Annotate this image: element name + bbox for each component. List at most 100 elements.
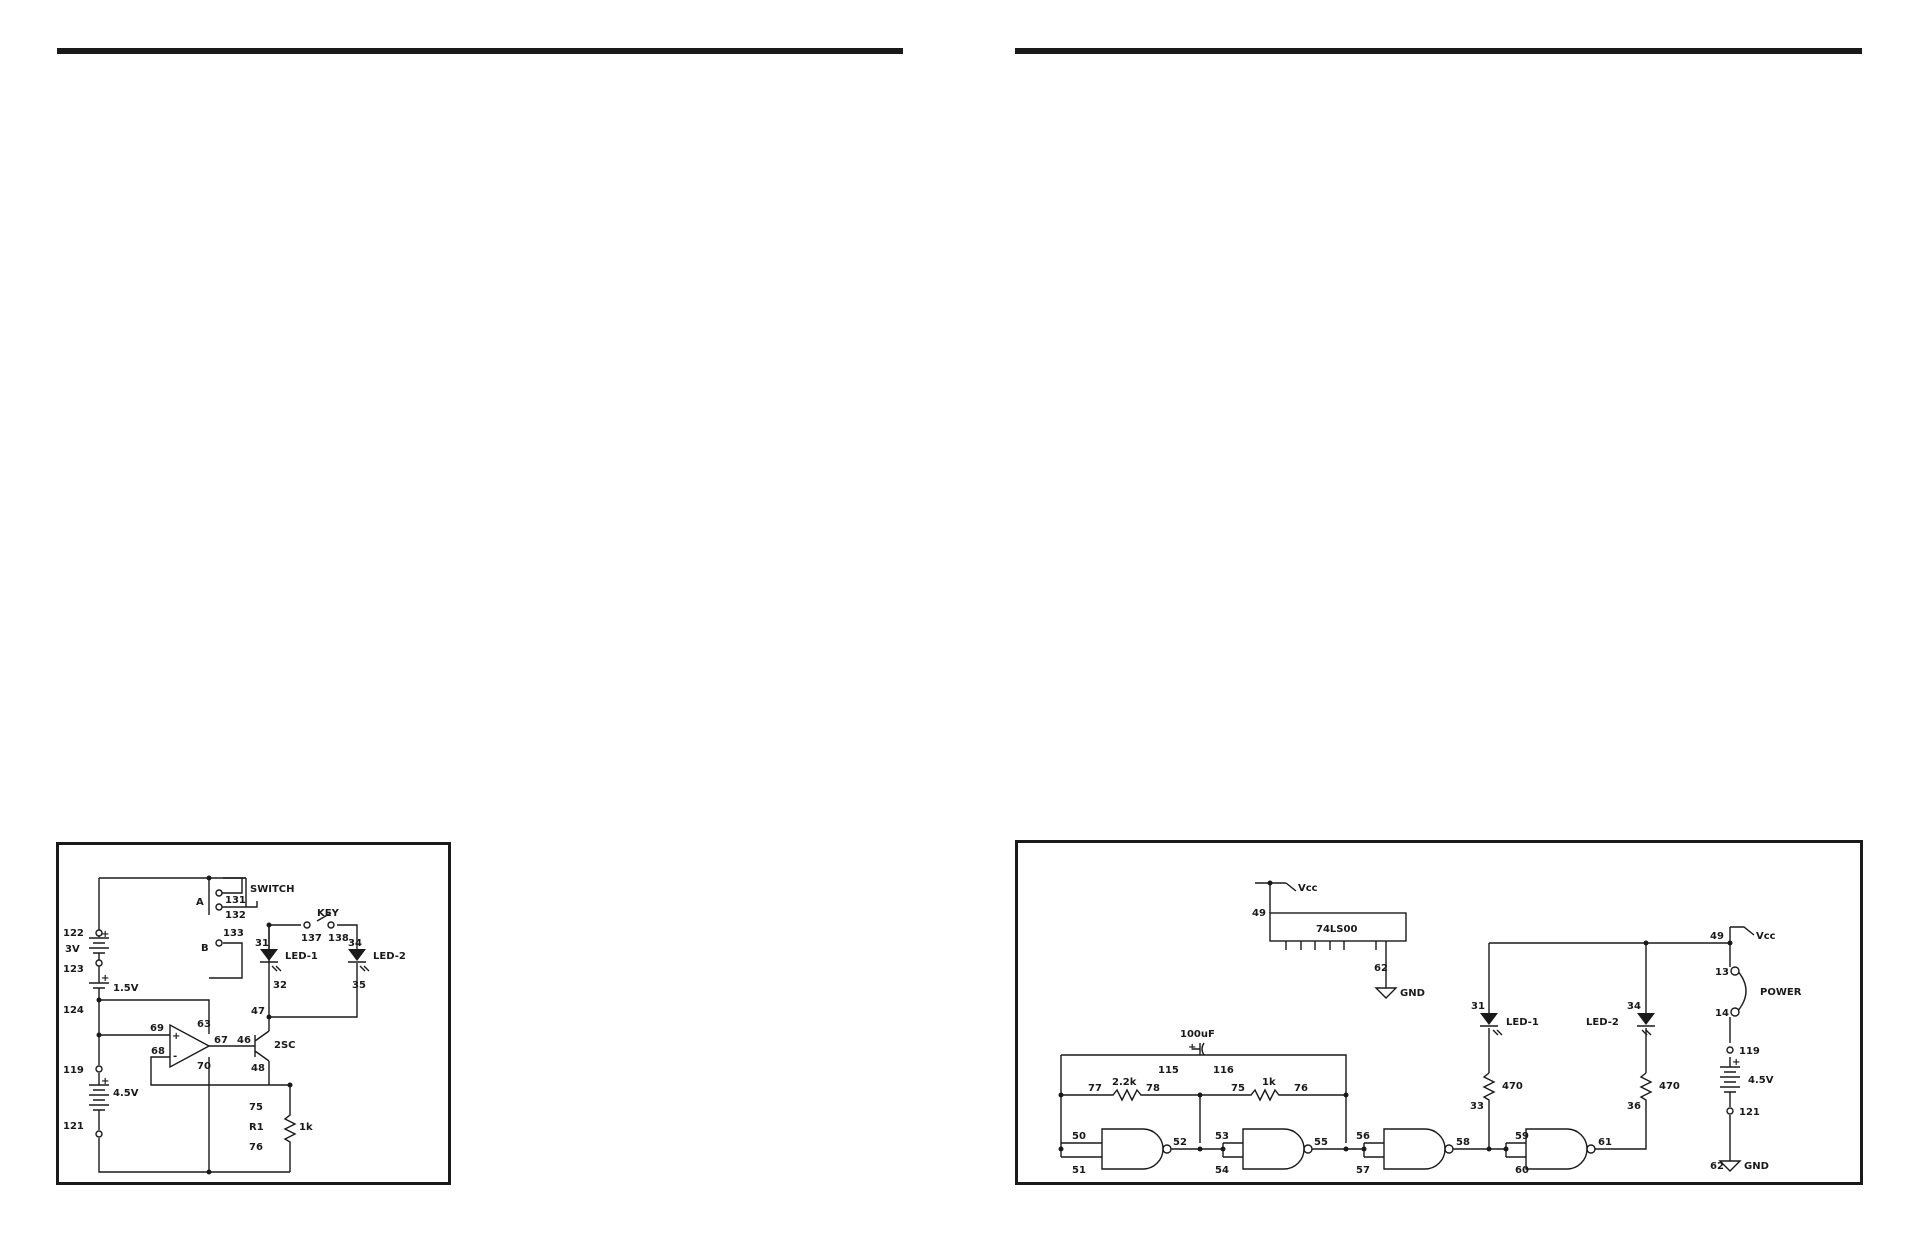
pin-61: 61 — [1598, 1137, 1612, 1148]
pin-131: 131 — [225, 895, 246, 906]
pin-46: 46 — [237, 1035, 251, 1046]
right-led-1-symbol — [1480, 1013, 1498, 1025]
pin-121: 121 — [63, 1121, 84, 1132]
gnd-symbol-chip — [1374, 987, 1398, 999]
battery-1-5v: 1.5V — [113, 983, 139, 994]
pin-70: 70 — [197, 1061, 211, 1072]
switch-wire — [208, 877, 258, 915]
pin-55: 55 — [1314, 1137, 1328, 1148]
pin-54: 54 — [1215, 1165, 1229, 1176]
pin-35: 35 — [352, 980, 366, 991]
pin-47: 47 — [251, 1006, 265, 1017]
pin-34: 34 — [1627, 1001, 1641, 1012]
pin-36: 36 — [1627, 1101, 1641, 1112]
resistor-470-b-label: 470 — [1659, 1081, 1680, 1092]
pin-49-chip: 49 — [1252, 908, 1266, 919]
right-schematic-panel: Vcc 49 74LS00 62 GND 100uF + 115 116 77 … — [1015, 840, 1863, 1185]
nand-gate-2 — [1242, 1128, 1305, 1170]
pin-14: 14 — [1715, 1008, 1729, 1019]
r1-value: 1k — [299, 1122, 313, 1133]
capacitor-plus: + — [1188, 1042, 1196, 1053]
led-1-symbol — [260, 949, 278, 961]
pin-75: 75 — [1231, 1083, 1245, 1094]
capacitor-label: 100uF — [1180, 1029, 1215, 1040]
switch-pos-b: B — [201, 943, 209, 954]
led-2-label: LED-2 — [373, 951, 406, 962]
pin-67: 67 — [214, 1035, 228, 1046]
right-led-1-label: LED-1 — [1506, 1017, 1539, 1028]
opamp-triangle — [169, 1023, 211, 1069]
pin-33: 33 — [1470, 1101, 1484, 1112]
resistor-470-a-label: 470 — [1502, 1081, 1523, 1092]
pin-119: 119 — [1739, 1046, 1760, 1057]
resistor-2-2k-label: 2.2k — [1112, 1077, 1137, 1088]
pin-78: 78 — [1146, 1083, 1160, 1094]
pin-124: 124 — [63, 1005, 84, 1016]
pin-122: 122 — [63, 928, 84, 939]
pin-69: 69 — [150, 1023, 164, 1034]
r1-label: R1 — [249, 1122, 264, 1133]
pin-59: 59 — [1515, 1131, 1529, 1142]
power-switch-label: POWER — [1760, 987, 1802, 998]
ic-74ls00 — [1269, 912, 1407, 942]
pin-51: 51 — [1072, 1165, 1086, 1176]
key-label: KEY — [317, 908, 340, 919]
left-schematic-panel: SWITCH A 131 132 133 B KEY 137 138 122 3… — [56, 842, 451, 1185]
pin-31: 31 — [1471, 1001, 1485, 1012]
pin-119: 119 — [63, 1065, 84, 1076]
nand-gate-1 — [1101, 1128, 1164, 1170]
pin-56: 56 — [1356, 1131, 1370, 1142]
led-1-label: LED-1 — [285, 951, 318, 962]
pin-138: 138 — [328, 933, 349, 944]
opamp-led-circuit-diagram: SWITCH A 131 132 133 B KEY 137 138 122 3… — [63, 875, 406, 1175]
switch-pos-a: A — [196, 897, 204, 908]
pin-31: 31 — [255, 938, 269, 949]
pin-49-power: 49 — [1710, 931, 1724, 942]
battery-plus-b: + — [101, 973, 109, 984]
battery-plus-c: + — [101, 1076, 109, 1087]
pin-76: 76 — [1294, 1083, 1308, 1094]
pin-32: 32 — [273, 980, 287, 991]
pin-53: 53 — [1215, 1131, 1229, 1142]
led-2-symbol — [348, 949, 366, 961]
pin-121: 121 — [1739, 1107, 1760, 1118]
pin-34: 34 — [348, 938, 362, 949]
right-led-2-label: LED-2 — [1586, 1017, 1619, 1028]
resistor-470-b — [1639, 1072, 1653, 1118]
opamp-plus: + — [172, 1031, 180, 1042]
vcc-label-chip: Vcc — [1298, 883, 1318, 894]
battery-4-5v-label: 4.5V — [1748, 1075, 1774, 1086]
pin-123: 123 — [63, 964, 84, 975]
pin-57: 57 — [1356, 1165, 1370, 1176]
nand-gate-4 — [1525, 1128, 1588, 1170]
pin-63: 63 — [197, 1019, 211, 1030]
pin-132: 132 — [225, 910, 246, 921]
battery-plus-a: + — [101, 929, 109, 940]
vcc-label-power: Vcc — [1756, 931, 1776, 942]
pin-133: 133 — [223, 928, 244, 939]
pin-76: 76 — [249, 1142, 263, 1153]
gnd-symbol-battery — [1718, 1160, 1742, 1172]
pin-137: 137 — [301, 933, 322, 944]
ic-74ls00-label: 74LS00 — [1316, 924, 1357, 935]
gnd-label-chip: GND — [1400, 988, 1425, 999]
battery-4-5v: 4.5V — [113, 1088, 139, 1099]
resistor-1k-label: 1k — [1262, 1077, 1276, 1088]
pin-52: 52 — [1173, 1137, 1187, 1148]
pin-13: 13 — [1715, 967, 1729, 978]
right-led-2-symbol — [1637, 1013, 1655, 1025]
nand-gate-oscillator-diagram: Vcc 49 74LS00 62 GND 100uF + 115 116 77 … — [1058, 880, 1802, 1176]
left-page-header-rule — [57, 48, 903, 54]
battery-3v: 3V — [65, 944, 80, 955]
pin-62-power: 62 — [1710, 1161, 1724, 1172]
nand-gate-3 — [1383, 1128, 1446, 1170]
opamp-minus: - — [173, 1051, 177, 1062]
gnd-label-power: GND — [1744, 1161, 1769, 1172]
pin-116: 116 — [1213, 1065, 1234, 1076]
pin-68: 68 — [151, 1046, 165, 1057]
right-page-header-rule — [1015, 48, 1862, 54]
pin-115: 115 — [1158, 1065, 1179, 1076]
switch-label: SWITCH — [250, 884, 294, 895]
pin-50: 50 — [1072, 1131, 1086, 1142]
pin-77: 77 — [1088, 1083, 1102, 1094]
